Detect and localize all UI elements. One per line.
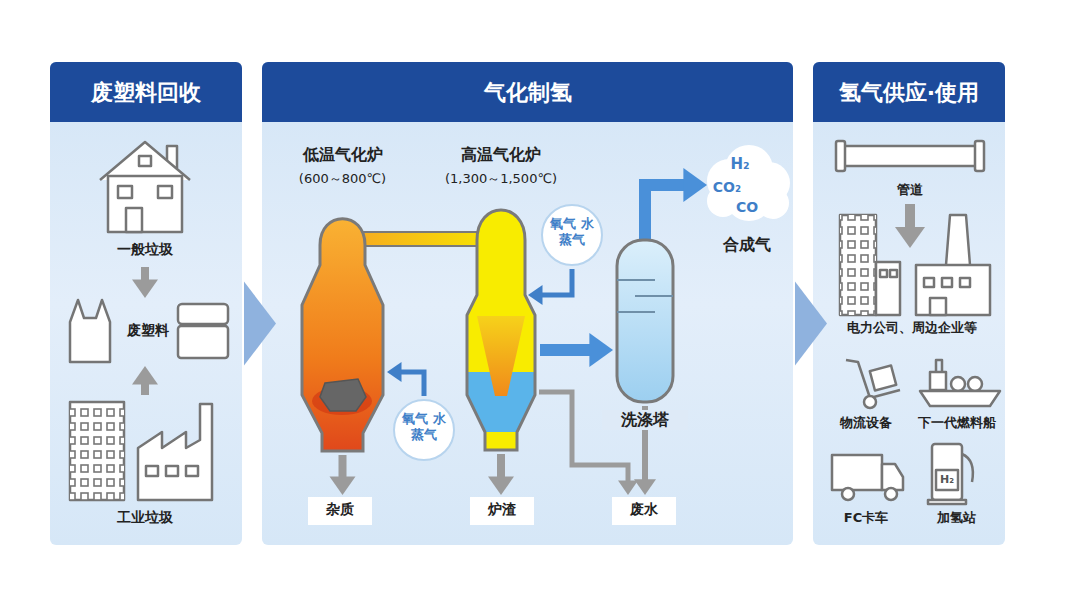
output-box: 杂质 [308,497,372,525]
node-label: 杂质 [308,501,372,519]
node-label: 炉渣 [470,501,534,519]
arrow-head [618,481,638,496]
node-label: 合成气 [697,235,797,255]
arrow-shaft [401,372,425,396]
icon-group: FC卡车 [824,446,908,528]
arrow-shaft [542,269,573,295]
node-label: 管道 [832,182,988,198]
node-label: 低温气化炉 [260,145,425,165]
node-label: (1,300～1,500℃) [411,171,591,187]
gasifier-shape [300,205,385,453]
stage-panel: 氢气供应·使用管道电力公司、周边企业等物流设备下一代燃料船 FC卡车 H₂ 加氢站 [813,62,1005,545]
flow-arrow [645,168,707,244]
node-label: 氧气 水蒸气 [545,216,599,249]
input-bubble: 氧气 水蒸气 [392,398,456,462]
gasifier-shape [465,200,537,452]
flow-arrow [539,392,638,495]
icon-group: 管道 [832,138,988,200]
arrow-head [330,477,356,495]
node-label: 工业垃圾 [60,509,230,527]
input-bubble: 氧气 水蒸气 [540,203,604,267]
arrow-shaft [540,344,590,356]
low-temp-gasifier: 低温气化炉(600～800℃) [300,205,385,453]
icon-group: 物流设备 [824,352,908,434]
node-label: (600～800℃) [260,171,425,187]
node-label: 电力公司、周边企业等 [828,320,996,336]
icon-group: H₂ 加氢站 [912,436,1000,528]
stage-panel: 气化制氢低温气化炉(600～800℃)高温气化炉(1,300～1,500℃)洗涤… [262,62,793,545]
flow-arrow [132,267,158,298]
node-label: 废水 [612,501,676,519]
node-label: 高温气化炉 [411,145,591,165]
output-box: 废水 [612,497,676,525]
node-label: 物流设备 [824,415,908,431]
syngas-cloud: H₂CO₂CO合成气 [703,143,791,227]
flow-arrow [387,362,424,396]
arrow-shaft [539,392,628,482]
arrow-shaft [905,204,915,228]
node-label: CO [727,199,767,217]
arrow-head [589,333,613,367]
flow-arrow [528,269,572,305]
icon-group: 一般垃圾 [85,138,205,264]
node-label: H₂ [718,155,762,174]
node-label: 氧气 水蒸气 [397,411,451,444]
arrow-shaft [645,185,684,244]
node-label: 加氢站 [912,510,1000,526]
icon-group: 下一代燃料船 [911,352,1003,434]
output-box: 炉渣 [470,497,534,525]
scrubber-tower: 洗涤塔 [615,238,675,404]
arrow-head [132,280,158,298]
arrow-shaft [339,455,347,478]
node-label: H₂ [934,473,960,487]
node-label: 洗涤塔 [602,410,688,430]
arrow-head [488,477,514,495]
stage-chevron [244,282,276,366]
arrow-head [387,362,402,382]
arrow-shaft [141,267,149,281]
stage-panels [50,62,1005,545]
node-label: CO₂ [703,179,751,197]
node-label: 下一代燃料船 [911,415,1003,431]
icon-group: 废塑料 [60,300,235,364]
arrow-head [132,366,158,384]
stage-chevron [795,282,827,366]
high-temp-gasifier: 高温气化炉(1,300～1,500℃) [465,200,537,452]
connecting-pipe [345,232,495,246]
node-label: FC卡车 [824,510,908,526]
stage-heading: 气化制氢 [262,79,793,107]
stage-heading: 氢气供应·使用 [813,79,1005,107]
flow-arrow [132,366,158,395]
stage-heading: 废塑料回收 [50,79,242,107]
icon-group: 电力公司、周边企业等 [828,250,996,340]
arrow-shaft [141,383,149,395]
stage-panel: 废塑料回收一般垃圾废塑料工业垃圾 [50,62,242,545]
node-label: 一般垃圾 [85,241,205,259]
icon-group: 工业垃圾 [60,398,230,530]
arrow-shaft [497,454,505,478]
flow-arrow [895,204,925,248]
arrow-head [895,227,925,248]
arrow-head [683,168,707,202]
flow-arrow [540,333,613,367]
flow-arrow [330,455,356,495]
flow-arrow [488,454,514,495]
tower-shape [615,238,675,404]
node-label: 废塑料 [110,322,185,340]
icons [70,141,1000,504]
arrow-head [634,479,656,495]
